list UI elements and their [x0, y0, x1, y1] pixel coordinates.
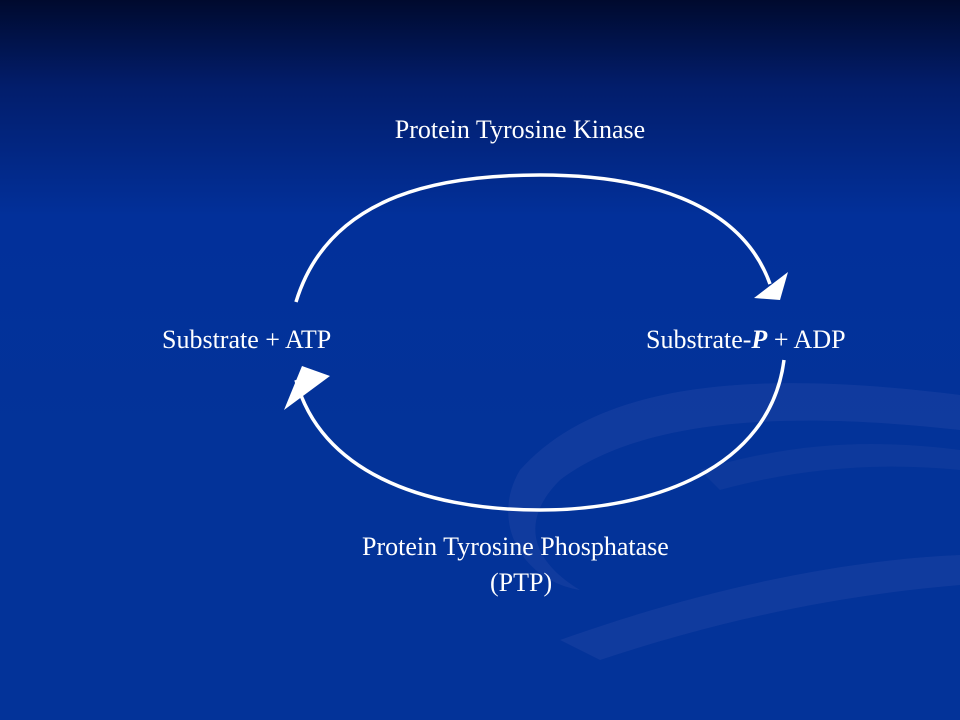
substrate-prefix: Substrate-: [646, 325, 752, 354]
kinase-label: Protein Tyrosine Kinase: [394, 115, 646, 144]
substrate-p-adp-label: Substrate-P + ADP: [646, 324, 846, 356]
ptp-abbrev-label: (PTP): [490, 568, 553, 597]
top-arrowhead: [754, 272, 788, 300]
phosphatase-label: Protein Tyrosine Phosphatase: [362, 532, 669, 561]
top-arc: [294, 173, 772, 303]
substrate-atp-label: Substrate + ATP: [162, 325, 332, 354]
phosphate-p: P: [751, 325, 768, 354]
bottom-arrowhead: [284, 366, 330, 410]
bottom-arc: [294, 359, 786, 512]
adp-suffix: + ADP: [767, 325, 846, 354]
